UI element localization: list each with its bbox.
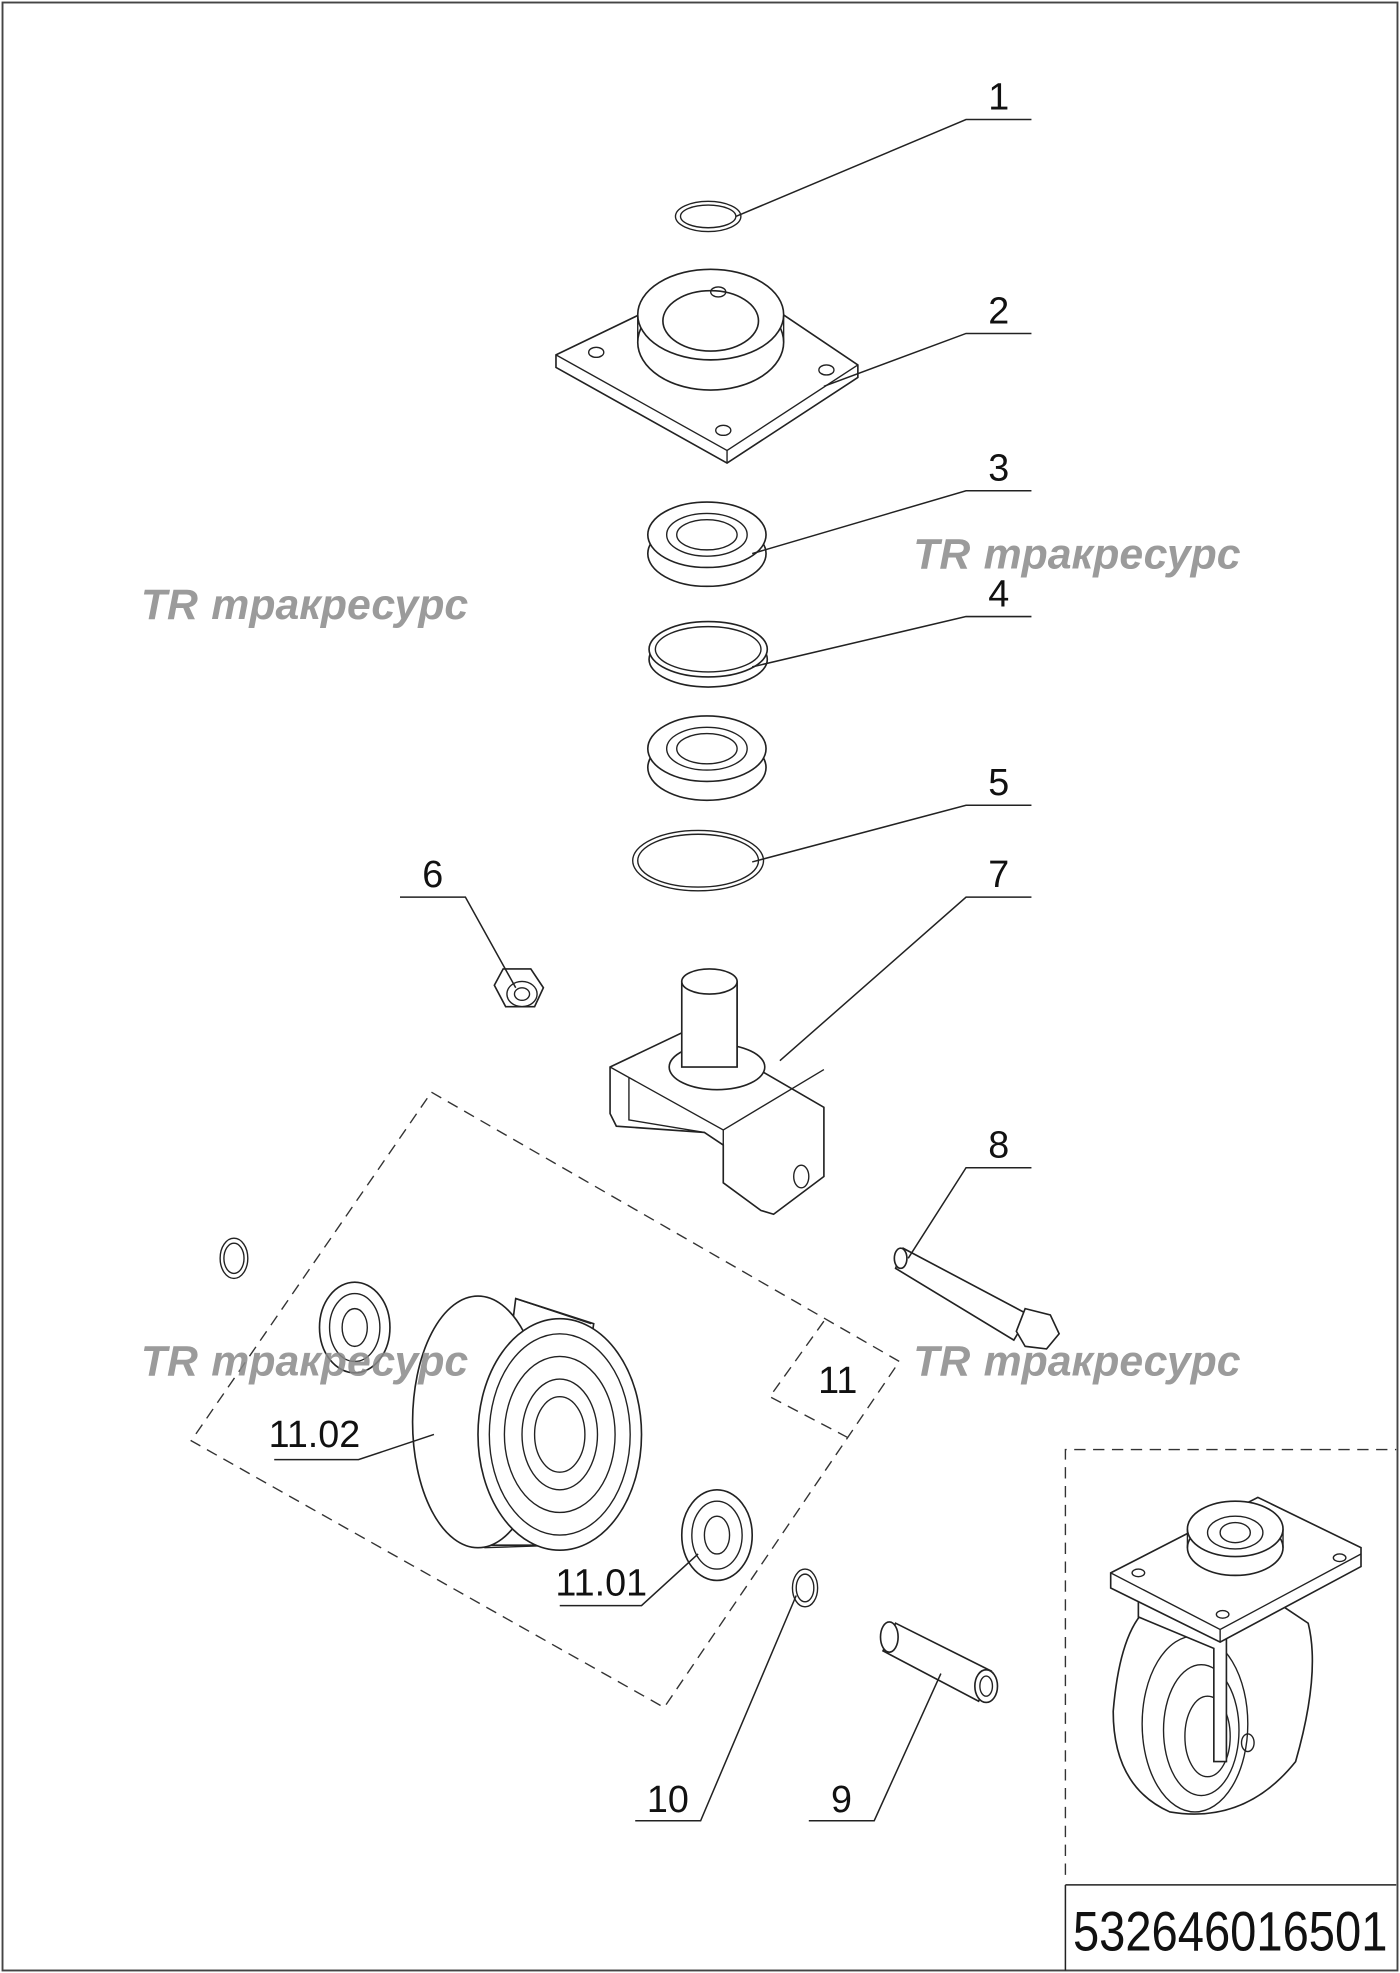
assembled-caster-view xyxy=(1064,1448,1397,1875)
callout-9: 9 xyxy=(831,1778,852,1820)
part-7-fork-bracket xyxy=(609,968,825,1216)
callout-5: 5 xyxy=(988,761,1009,803)
watermark-logo: TR xyxy=(913,1337,970,1385)
part-11-01-bearing-left xyxy=(318,1281,391,1374)
callout-1: 1 xyxy=(988,75,1009,117)
part-9-spacer-tube xyxy=(879,1621,999,1704)
part-4-ring xyxy=(648,620,769,688)
part-11-01-bearing-right xyxy=(680,1488,754,1582)
callout-10: 10 xyxy=(647,1778,689,1820)
callout-8: 8 xyxy=(988,1124,1009,1166)
watermark-logo: TR xyxy=(141,581,198,629)
callout-3: 3 xyxy=(988,447,1009,489)
part-10-ring xyxy=(791,1568,819,1608)
watermark-logo: TR xyxy=(913,531,970,579)
part-2-flange-housing xyxy=(555,268,859,465)
watermark-bottom-right: TR тракресурс xyxy=(913,1337,1241,1385)
part-8-bolt xyxy=(893,1247,1061,1350)
part-3-bearing xyxy=(646,501,767,588)
part-3-bearing-second xyxy=(646,715,767,802)
watermark-text: тракресурс xyxy=(984,1337,1241,1385)
part-11-02-wheel xyxy=(411,1295,643,1552)
watermark-text: тракресурс xyxy=(211,1337,468,1385)
callout-11-01: 11.01 xyxy=(555,1562,647,1604)
callout-6: 6 xyxy=(422,853,443,895)
watermark-text: тракресурс xyxy=(984,531,1241,579)
callout-11-02: 11.02 xyxy=(269,1413,361,1455)
watermark-logo: TR xyxy=(141,1337,198,1385)
callout-11: 11 xyxy=(818,1359,857,1401)
callout-leaders xyxy=(274,118,1032,1822)
callout-2: 2 xyxy=(988,289,1009,331)
watermark-top-right: TR тракресурс xyxy=(913,531,1241,579)
assembly-11-label-box xyxy=(768,1320,850,1439)
part-number: 532646016501 xyxy=(1073,1900,1387,1962)
callout-4: 4 xyxy=(988,572,1009,614)
watermark-bottom-left: TR тракресурс xyxy=(141,1337,469,1385)
part-6-nut xyxy=(493,968,545,1008)
assembly-11-boundary xyxy=(190,1091,901,1709)
part-10-ring-left xyxy=(219,1237,249,1280)
watermark-top-left: TR тракресурс xyxy=(141,581,469,629)
watermark-text: тракресурс xyxy=(211,581,468,629)
callout-7: 7 xyxy=(988,853,1009,895)
